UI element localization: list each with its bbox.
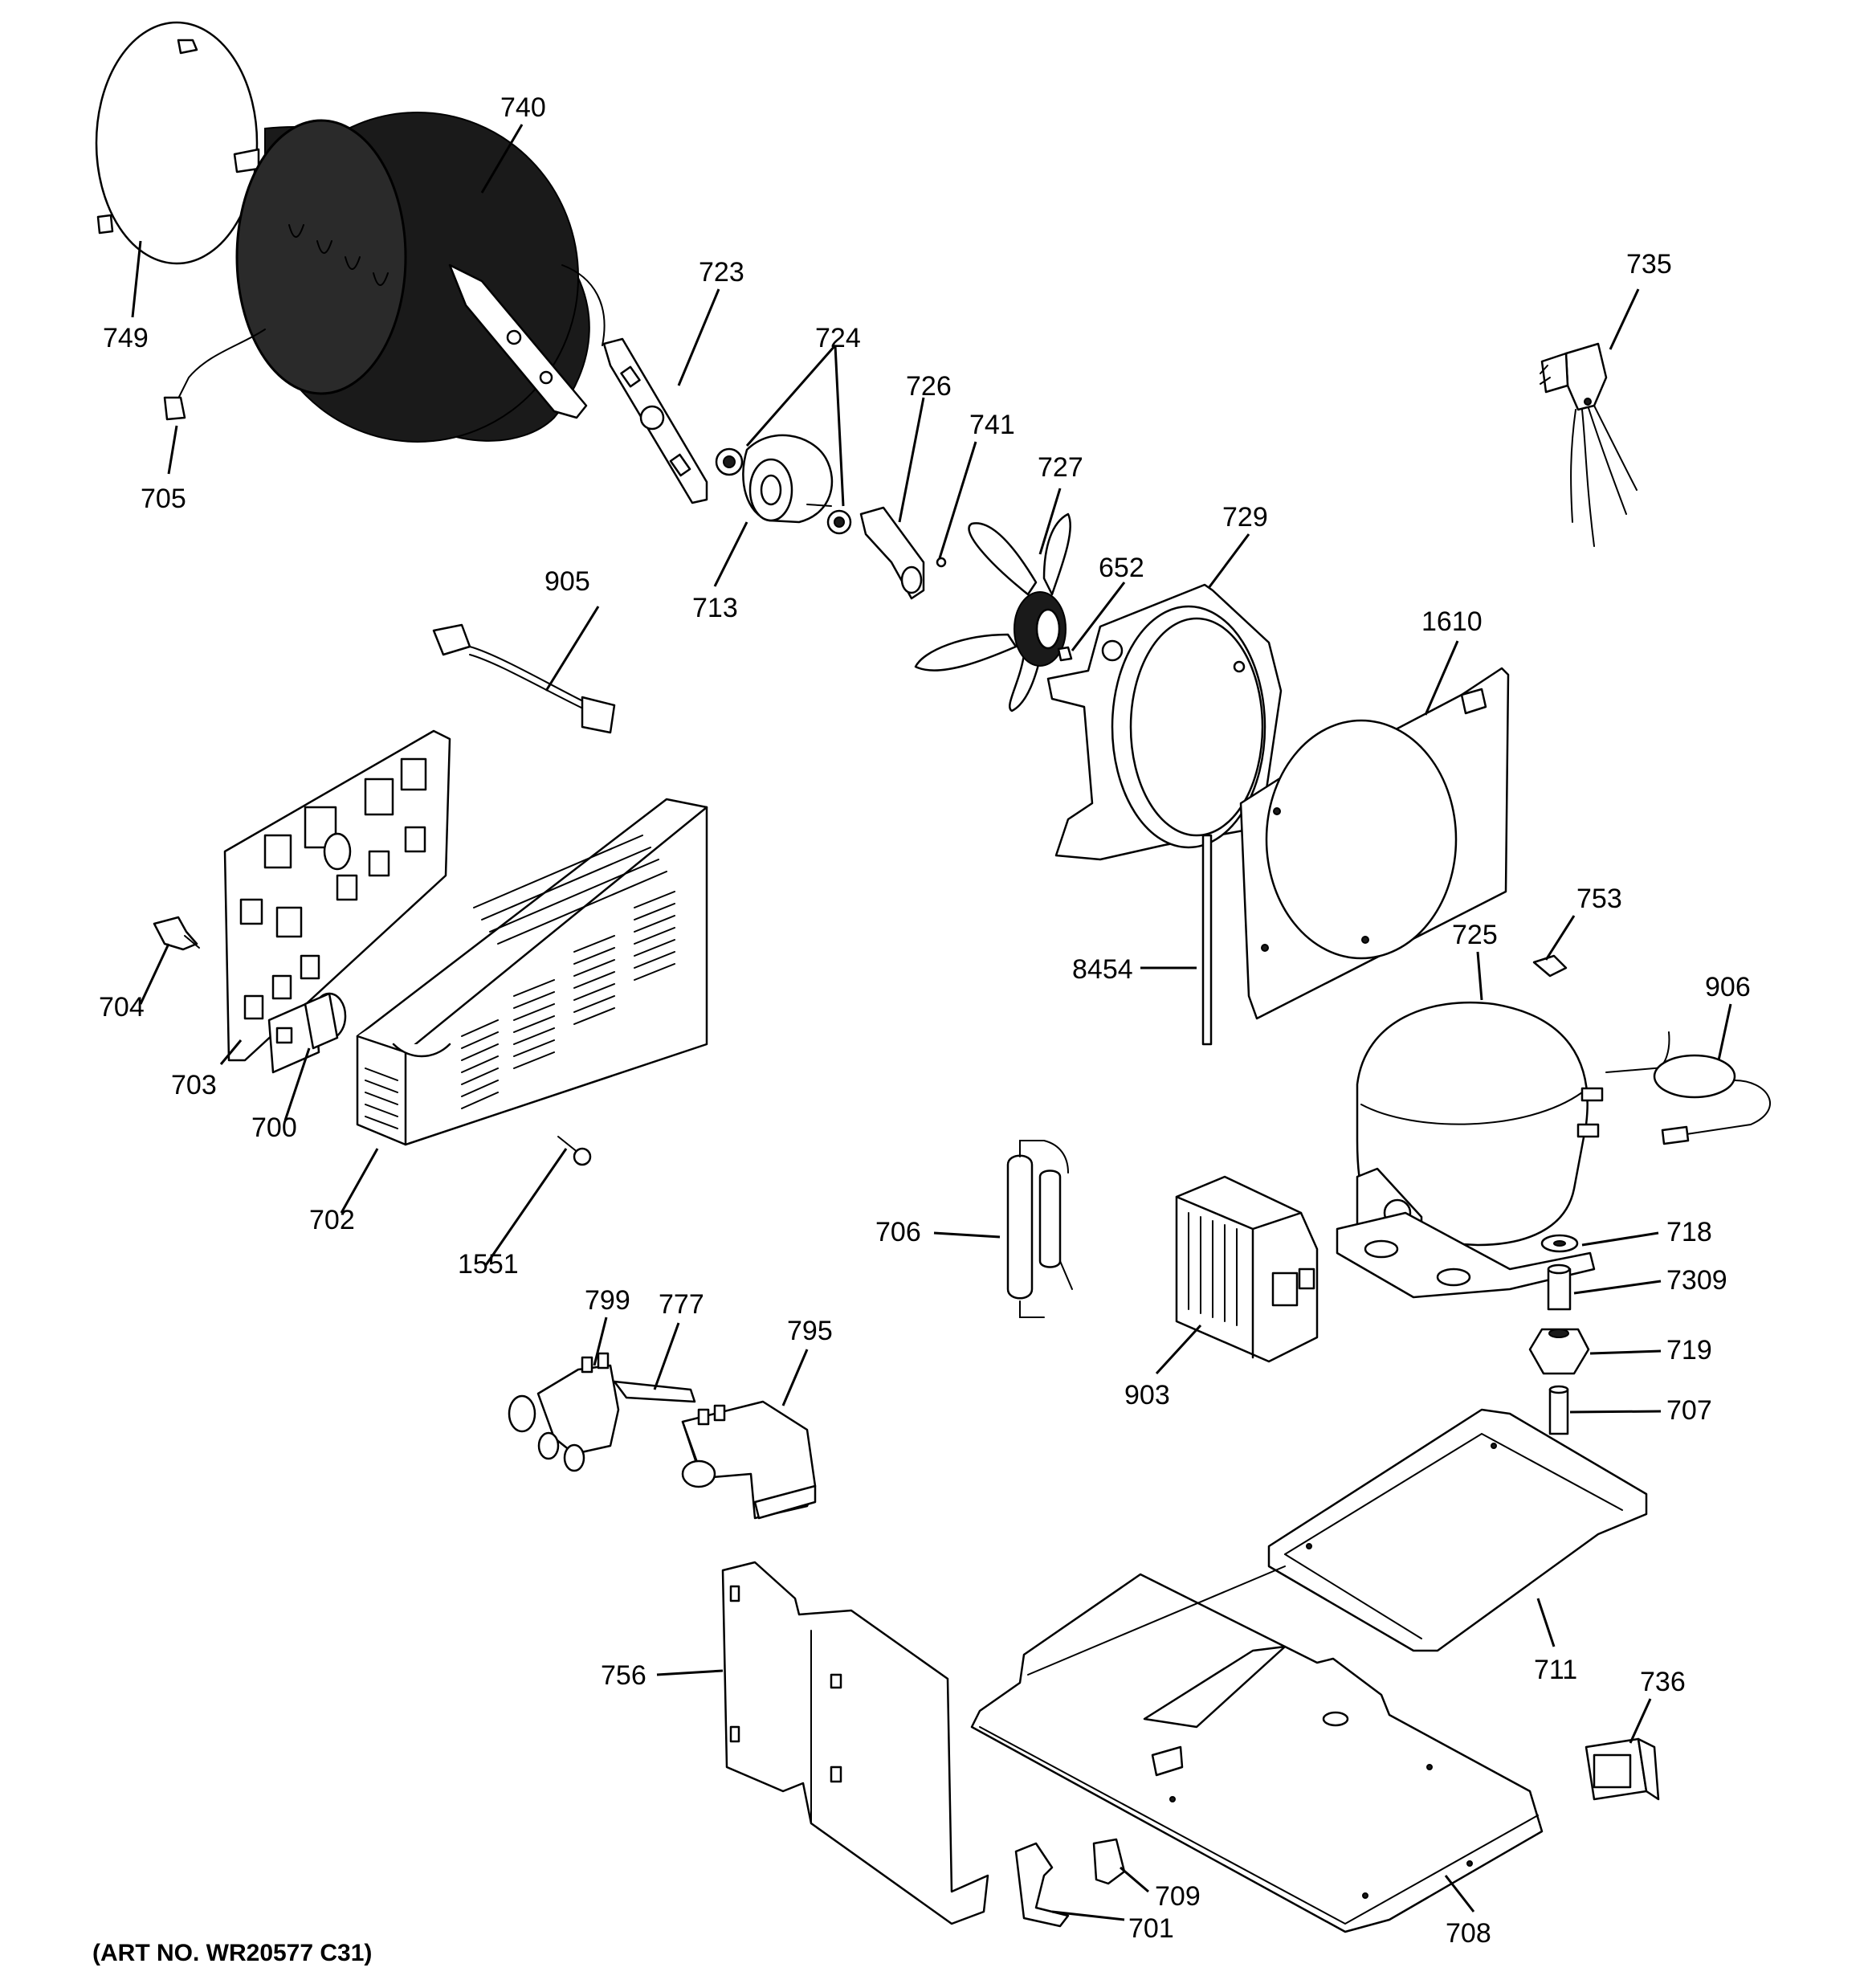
callout-726: 726 bbox=[906, 371, 952, 402]
part-903-inverter-drawing bbox=[1175, 1175, 1319, 1363]
callout-labels: 740 749 705 723 724 713 726 741 727 652 … bbox=[99, 92, 1751, 1949]
callout-777: 777 bbox=[659, 1289, 704, 1320]
part-736-rocker-switch-drawing bbox=[1585, 1737, 1660, 1801]
part-701-bracket-drawing bbox=[1014, 1842, 1070, 1928]
part-702-board-cover-drawing bbox=[356, 798, 708, 1146]
part-7309-sleeve-drawing bbox=[1547, 1263, 1572, 1311]
callout-741: 741 bbox=[969, 410, 1015, 440]
part-703-control-board-drawing bbox=[223, 729, 451, 1062]
callout-652: 652 bbox=[1099, 553, 1144, 583]
callout-709: 709 bbox=[1155, 1881, 1201, 1912]
part-1551-screw-drawing bbox=[557, 1136, 592, 1166]
part-735-power-cord-drawing bbox=[1540, 342, 1638, 547]
callout-711: 711 bbox=[1534, 1655, 1577, 1685]
part-706-dryer-drawing bbox=[1006, 1140, 1073, 1318]
part-777-valve-bracket-drawing bbox=[613, 1380, 696, 1403]
part-8454-seal-strip-drawing bbox=[1201, 834, 1213, 1046]
part-719-grommet-drawing bbox=[1528, 1328, 1590, 1375]
callout-903: 903 bbox=[1124, 1380, 1170, 1410]
part-756-side-panel-drawing bbox=[721, 1561, 989, 1925]
callout-713: 713 bbox=[692, 593, 738, 623]
part-726-motor-mount-drawing bbox=[859, 506, 947, 600]
callout-719: 719 bbox=[1666, 1335, 1712, 1365]
part-749-end-cover-drawing bbox=[95, 21, 260, 265]
callout-749: 749 bbox=[103, 323, 149, 353]
callout-8454: 8454 bbox=[1072, 954, 1133, 985]
part-700-relay-drawing bbox=[267, 992, 347, 1074]
art-number: (ART NO. WR20577 C31) bbox=[92, 1940, 373, 1966]
callout-727: 727 bbox=[1038, 452, 1083, 483]
callout-736: 736 bbox=[1640, 1667, 1686, 1697]
callout-706: 706 bbox=[875, 1217, 921, 1247]
callout-740: 740 bbox=[500, 92, 546, 123]
part-799-water-valve-drawing bbox=[508, 1352, 620, 1472]
callout-718: 718 bbox=[1666, 1217, 1712, 1247]
part-905-harness-drawing bbox=[432, 623, 616, 734]
leader-lines bbox=[131, 124, 1732, 1921]
callout-795: 795 bbox=[787, 1316, 833, 1346]
part-740-condenser-coil-drawing bbox=[163, 112, 606, 443]
part-753-clip-drawing bbox=[1532, 954, 1568, 978]
callout-735: 735 bbox=[1626, 249, 1672, 280]
callout-756: 756 bbox=[601, 1660, 646, 1691]
vent-slots bbox=[365, 835, 675, 1129]
callout-708: 708 bbox=[1446, 1918, 1491, 1949]
callout-1610: 1610 bbox=[1421, 606, 1483, 637]
part-906-accumulator-drawing bbox=[1605, 1031, 1771, 1145]
callout-700: 700 bbox=[251, 1112, 297, 1143]
callout-705: 705 bbox=[141, 484, 186, 514]
callout-702: 702 bbox=[309, 1205, 355, 1235]
callout-704: 704 bbox=[99, 992, 145, 1023]
part-713-fan-motor-drawing bbox=[715, 434, 852, 535]
part-704-clip-drawing bbox=[153, 916, 200, 951]
callout-753: 753 bbox=[1576, 884, 1622, 914]
part-709-small-bracket-drawing bbox=[1092, 1838, 1126, 1885]
part-708-base-pan-drawing bbox=[970, 1565, 1544, 1933]
part-723-motor-bracket-drawing bbox=[602, 337, 708, 504]
part-725-compressor-drawing bbox=[1336, 1001, 1604, 1299]
callout-1551: 1551 bbox=[458, 1249, 519, 1280]
part-727-fan-blade-drawing bbox=[914, 512, 1073, 712]
callout-7309: 7309 bbox=[1666, 1265, 1727, 1296]
part-729-fan-shroud-drawing bbox=[1046, 583, 1283, 861]
callout-703: 703 bbox=[171, 1070, 217, 1100]
part-718-washer-drawing bbox=[1540, 1234, 1579, 1253]
part-711-drain-pan-drawing bbox=[1267, 1408, 1648, 1652]
callout-724: 724 bbox=[815, 323, 861, 353]
callout-729: 729 bbox=[1222, 502, 1268, 533]
callout-701: 701 bbox=[1128, 1913, 1174, 1944]
part-1610-shroud-panel-drawing bbox=[1239, 667, 1510, 1020]
callout-723: 723 bbox=[699, 257, 744, 288]
callout-905: 905 bbox=[544, 566, 590, 597]
callout-799: 799 bbox=[585, 1285, 630, 1316]
callout-707: 707 bbox=[1666, 1395, 1712, 1426]
part-707-stud-drawing bbox=[1548, 1385, 1569, 1435]
part-795-valve-assembly-drawing bbox=[681, 1400, 817, 1520]
callout-725: 725 bbox=[1452, 920, 1498, 950]
callout-906: 906 bbox=[1705, 972, 1751, 1002]
